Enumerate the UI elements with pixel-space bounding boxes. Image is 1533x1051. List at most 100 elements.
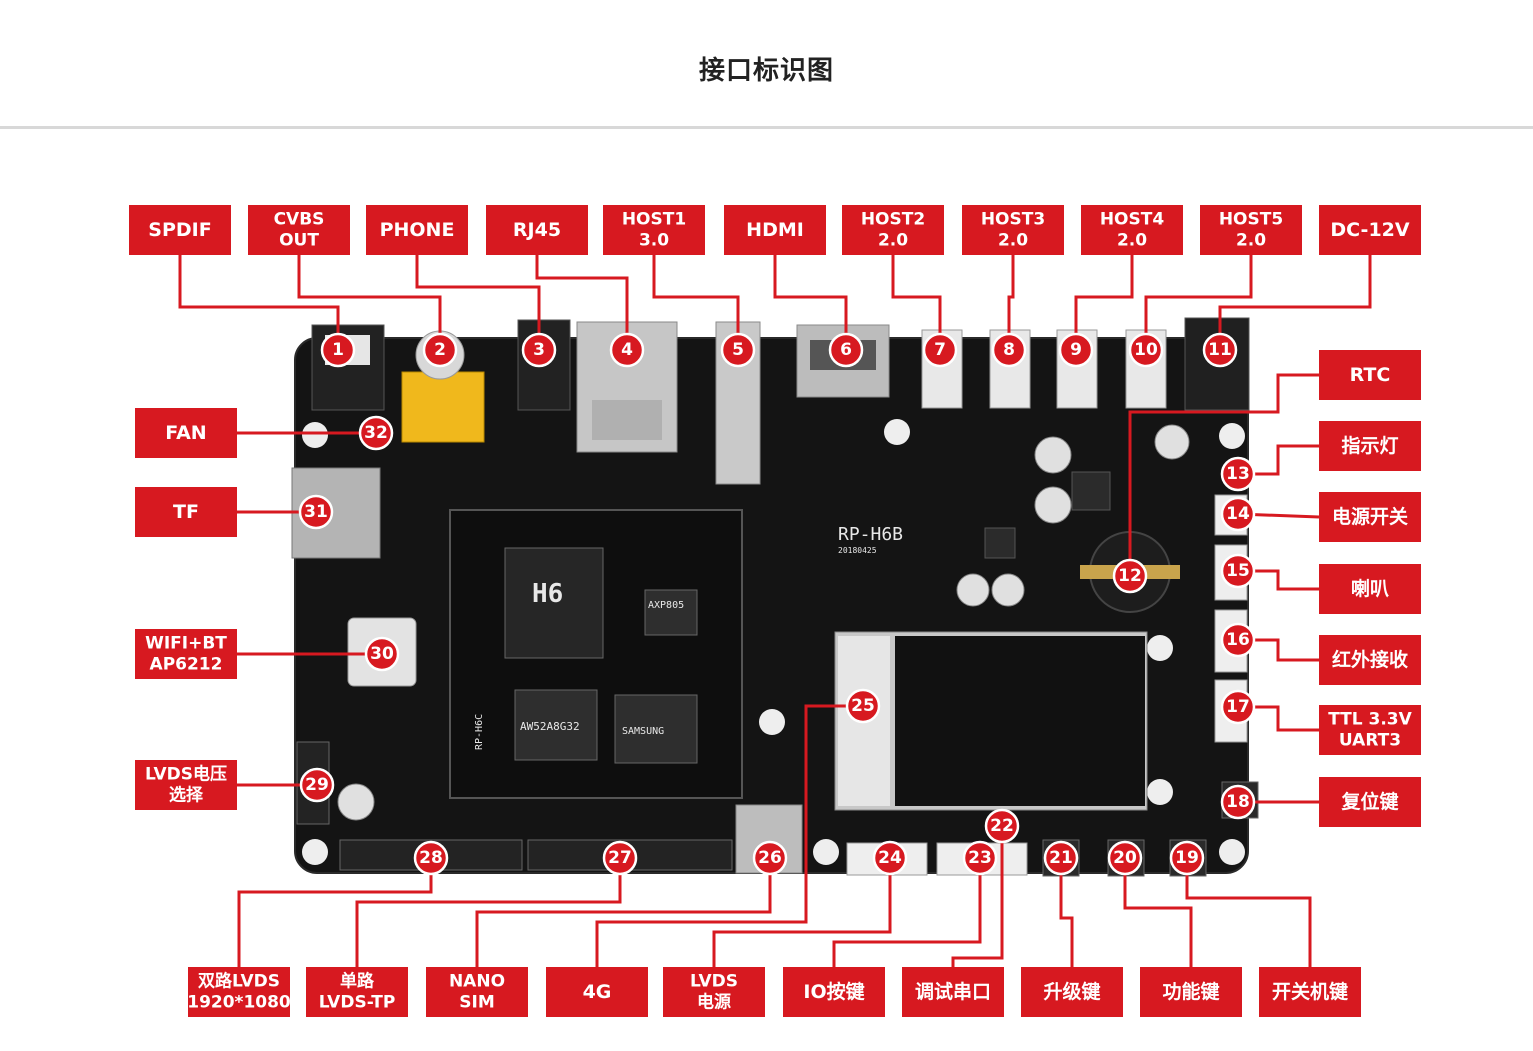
leader-line-25 [595, 704, 863, 967]
number-marker-text-19: 19 [1175, 848, 1199, 868]
number-marker-text-1: 1 [332, 340, 344, 360]
callout-label-13: 指示灯 [1341, 435, 1398, 457]
callout-box-15 [1319, 564, 1421, 614]
number-marker-text-25: 25 [851, 696, 875, 716]
number-marker-text-14: 14 [1226, 504, 1250, 524]
number-marker-text-18: 18 [1226, 792, 1250, 812]
number-marker-23 [962, 840, 998, 876]
number-marker-text-5: 5 [732, 340, 744, 360]
mount-hole [813, 839, 839, 865]
spdif-jack [311, 324, 385, 411]
leader-line-19 [1185, 858, 1312, 967]
callout-label-1: SPDIF [148, 219, 211, 241]
number-marker-text-26: 26 [758, 848, 782, 868]
number-marker-text-29: 29 [305, 775, 329, 795]
leader-line-1 [178, 255, 340, 350]
number-marker-27 [602, 840, 638, 876]
callout-label-21: 升级键 [1043, 980, 1100, 1003]
callout-box-24 [663, 967, 765, 1017]
callout-box-13 [1319, 421, 1421, 471]
number-marker-text-2: 2 [434, 340, 446, 360]
leader-line-12 [1128, 373, 1319, 576]
module-label: RP-H6C [474, 714, 485, 750]
number-marker-10 [1128, 332, 1164, 368]
leader-line-23 [832, 858, 982, 967]
leader-line-21 [1059, 858, 1074, 967]
callout-label-27: LVDS-TP [319, 993, 396, 1013]
leader-line-16 [1238, 638, 1319, 662]
callout-label-26: SIM [459, 993, 495, 1013]
callout-box-16 [1319, 635, 1421, 685]
dram-chip [614, 694, 698, 764]
callout-label-8: HOST3 [981, 210, 1045, 230]
callout-box-5 [603, 205, 705, 255]
soc-chip [504, 547, 604, 659]
number-marker-text-11: 11 [1208, 340, 1232, 360]
callout-box-29 [135, 760, 237, 810]
number-marker-text-6: 6 [840, 340, 852, 360]
leader-line-13 [1238, 444, 1319, 476]
number-marker-20 [1107, 840, 1143, 876]
number-marker-text-15: 15 [1226, 561, 1250, 581]
mount-hole [1219, 423, 1245, 449]
callout-box-17 [1319, 705, 1421, 755]
callout-label-20: 功能键 [1162, 980, 1219, 1003]
callout-box-4 [486, 205, 588, 255]
callout-label-2: CVBS [274, 210, 325, 230]
page-title: 接口标识图 [698, 56, 834, 86]
title-divider [0, 126, 1533, 129]
callout-box-10 [1200, 205, 1302, 255]
callout-box-27 [306, 967, 408, 1017]
number-marker-text-8: 8 [1003, 340, 1015, 360]
leader-line-2 [297, 255, 442, 350]
callout-box-2 [248, 205, 350, 255]
callout-label-29: LVDS电压 [145, 764, 227, 785]
number-marker-text-13: 13 [1226, 464, 1250, 484]
leader-line-5 [652, 255, 740, 350]
callout-box-30 [135, 629, 237, 679]
callout-label-29: 选择 [169, 785, 204, 806]
number-marker-18 [1220, 784, 1256, 820]
number-marker-15 [1220, 553, 1256, 589]
callout-label-23: IO按键 [803, 980, 864, 1003]
number-marker-text-9: 9 [1070, 340, 1082, 360]
number-marker-29 [299, 767, 335, 803]
number-marker-32 [358, 415, 394, 451]
number-marker-text-31: 31 [304, 502, 328, 522]
callout-label-30: WIFI+BT [145, 634, 227, 654]
callout-label-26: NANO [449, 972, 505, 992]
number-marker-16 [1220, 622, 1256, 658]
mount-hole [1147, 635, 1173, 661]
callout-label-24: 电源 [697, 992, 731, 1013]
callout-box-21 [1021, 967, 1123, 1017]
callout-label-10: HOST5 [1219, 210, 1283, 230]
callout-label-19: 开关机键 [1272, 980, 1348, 1003]
leader-line-17 [1238, 705, 1319, 732]
leader-line-24 [712, 858, 892, 967]
callout-box-14 [1319, 492, 1421, 542]
callout-label-8: 2.0 [998, 231, 1028, 251]
number-marker-text-20: 20 [1113, 848, 1137, 868]
number-marker-text-3: 3 [533, 340, 545, 360]
callout-box-3 [366, 205, 468, 255]
callout-box-18 [1319, 777, 1421, 827]
emmc-chip [514, 689, 598, 761]
number-marker-text-7: 7 [934, 340, 946, 360]
number-marker-9 [1058, 332, 1094, 368]
number-marker-text-28: 28 [419, 848, 443, 868]
leader-line-26 [475, 858, 772, 967]
number-marker-17 [1220, 689, 1256, 725]
callout-label-6: HDMI [746, 219, 804, 241]
number-marker-text-17: 17 [1226, 697, 1250, 717]
callout-label-2: OUT [279, 231, 319, 251]
leader-line-22 [951, 826, 1004, 967]
soc-label: H6 [532, 579, 563, 609]
mount-hole [302, 422, 328, 448]
mount-hole [302, 839, 328, 865]
callout-box-20 [1140, 967, 1242, 1017]
number-marker-text-22: 22 [990, 816, 1014, 836]
callout-label-14: 电源开关 [1332, 505, 1408, 528]
number-marker-22 [984, 808, 1020, 844]
